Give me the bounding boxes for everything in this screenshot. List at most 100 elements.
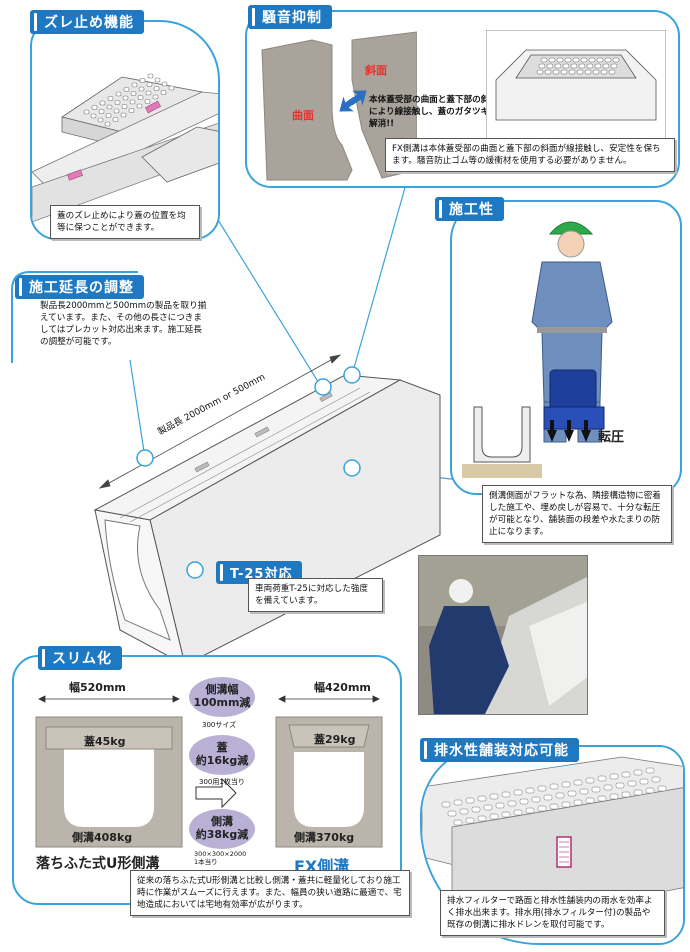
grate-hole xyxy=(621,791,631,798)
grate-hole xyxy=(615,782,625,789)
grate-hole xyxy=(561,781,571,788)
grate-hole xyxy=(477,815,487,822)
souon-title: 騒音抑制 xyxy=(248,5,332,29)
grate-hole xyxy=(477,795,487,802)
left-body: 側溝408kg xyxy=(72,831,133,844)
grate-hole xyxy=(543,794,553,801)
badge-lid-l1: 蓋 xyxy=(216,741,228,754)
grate-hole xyxy=(112,117,119,122)
grate-hole xyxy=(537,785,547,792)
grate-hole xyxy=(544,69,552,75)
grate-hole xyxy=(465,817,475,824)
grate-hole xyxy=(621,771,631,778)
grate-hole xyxy=(610,63,618,69)
grate-hole xyxy=(441,801,451,808)
grate-hole xyxy=(137,95,144,100)
grate-hole xyxy=(561,801,571,808)
grate-hole xyxy=(459,808,469,815)
grate-hole xyxy=(627,780,637,787)
press-label: 転圧 xyxy=(598,430,625,445)
grate-hole xyxy=(602,63,610,69)
grate-hole xyxy=(489,813,499,820)
grate-hole xyxy=(525,807,535,814)
grate-hole xyxy=(604,57,612,63)
t25-note: 車両荷重T-25に対応した強度を備えています。 xyxy=(248,578,383,612)
badge-width-l1: 側溝幅 xyxy=(205,683,239,696)
grate-hole xyxy=(91,105,98,110)
badge-width: 側溝幅 100mm減 xyxy=(189,677,255,717)
grate-hole xyxy=(154,77,161,83)
souon-note: FX側溝は本体蓋受部の曲面と蓋下部の斜面が線接触し、安定性を保ちます。騒音防止ゴ… xyxy=(385,138,675,172)
grate-hole xyxy=(562,63,570,69)
grate-hole xyxy=(98,109,105,114)
right-width: 幅420mm xyxy=(314,681,371,694)
grate-hole xyxy=(585,777,595,784)
grate-hole xyxy=(123,87,130,92)
zure-illustration xyxy=(32,73,218,223)
grate-hole xyxy=(128,108,135,113)
grate-hole xyxy=(152,94,159,100)
slim-note: 従来の落ちふた式U形側溝と比較し側溝・蓋共に軽量化しており施工時に作業がスムーズ… xyxy=(130,870,410,916)
grate-hole xyxy=(609,773,619,780)
right-body: 側溝370kg xyxy=(294,831,355,844)
grate-hole xyxy=(115,91,122,97)
worker-illustration xyxy=(462,221,613,478)
grate-hole xyxy=(513,789,523,796)
zure-panel xyxy=(30,20,220,240)
grate-hole xyxy=(573,779,583,786)
grate-hole xyxy=(130,91,137,96)
grate-hole xyxy=(489,793,499,800)
badge-width-sub: 300サイズ xyxy=(202,721,237,729)
grate-hole xyxy=(570,63,578,69)
badge-lid-l2: 約16kg減 xyxy=(195,754,249,767)
grate-hole xyxy=(90,113,97,119)
haisui-note: 排水フィルターで路面と排水性舗装内の雨水を効率よく排水出来ます。排水用(排水フィ… xyxy=(440,890,665,936)
grate-hole xyxy=(471,806,481,813)
right-lid: 蓋29kg xyxy=(314,733,356,746)
grate-hole xyxy=(573,799,583,806)
grate-hole xyxy=(645,767,655,774)
grate-hole xyxy=(537,805,547,812)
enchou-note: 製品長2000mmと500mmの製品を取り揃えています。また、その他の長さにつき… xyxy=(40,301,207,347)
grate-hole xyxy=(578,63,586,69)
grate-hole xyxy=(608,69,616,75)
grate-hole xyxy=(556,57,564,63)
grate-hole xyxy=(585,797,595,804)
grate-hole xyxy=(113,108,120,114)
grate-hole xyxy=(586,63,594,69)
grate-hole xyxy=(568,69,576,75)
left-width: 幅520mm xyxy=(69,681,126,694)
souon-desc: 本体蓋受部の曲面と蓋下部の斜面により線接触し、蓋のガタツキを解消!! xyxy=(369,95,498,129)
grate-hole xyxy=(107,96,114,101)
grate-hole xyxy=(549,783,559,790)
slim-panel: 幅520mm 幅420mm 蓋45kg 側溝408kg 蓋29kg 側溝370k… xyxy=(12,655,402,905)
grate-hole xyxy=(633,789,643,796)
grate-hole xyxy=(548,57,556,63)
badge-lid: 蓋 約16kg減 xyxy=(189,735,255,775)
work-photo xyxy=(418,555,588,715)
grate-hole xyxy=(104,121,111,127)
section-compare xyxy=(35,695,383,848)
grate-hole xyxy=(114,100,121,105)
grate-hole xyxy=(540,57,548,63)
sekou-panel: 転圧 xyxy=(450,200,682,495)
grate-hole xyxy=(597,795,607,802)
grate-hole xyxy=(465,797,475,804)
grate-hole xyxy=(145,90,152,96)
grate-hole xyxy=(122,95,129,101)
grate-hole xyxy=(538,63,546,69)
badge-body: 側溝 約38kg減 xyxy=(189,809,255,849)
haisui-title: 排水性舗装対応可能 xyxy=(420,738,579,762)
grate-hole xyxy=(579,788,589,795)
grate-hole xyxy=(453,819,463,826)
left-name: 落ちふた式U形側溝 xyxy=(36,856,160,872)
grate-hole xyxy=(603,784,613,791)
badge-body-sub: 300×300×2000 1本当り xyxy=(194,850,247,866)
grate-hole xyxy=(161,81,168,87)
grate-hole xyxy=(552,69,560,75)
zure-note: 蓋のズレ止めにより蓋の位置を均等に保つことができます。 xyxy=(50,205,200,239)
grate-hole xyxy=(83,109,90,115)
grate-hole xyxy=(591,786,601,793)
sekou-title: 施工性 xyxy=(435,197,504,221)
grate-hole xyxy=(139,78,146,83)
